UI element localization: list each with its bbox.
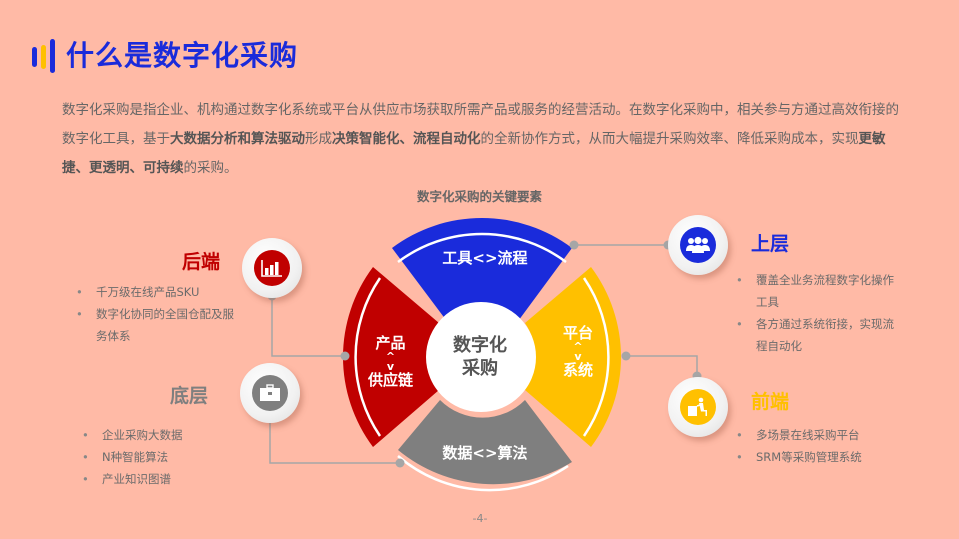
users-icon — [680, 227, 716, 263]
intro-bold: 决策智能化、流程自动化 — [332, 131, 481, 147]
intro-bold: 更敏捷、更透明、可持续 — [62, 131, 886, 176]
segment-top — [392, 218, 572, 328]
briefcase-icon — [252, 375, 288, 411]
upper-layer-title: 上层 — [751, 233, 790, 255]
diagram-title: 数字化采购的关键要素 — [416, 189, 542, 204]
segment-right — [525, 267, 621, 447]
segment-bottom-label: 数据<>算法 — [442, 444, 528, 462]
intro-bold: 大数据分析和算法驱动 — [170, 131, 305, 147]
intro-paragraph: 数字化采购是指企业、机构通过数字化系统或平台从供应市场获取所需产品或服务的经营活… — [62, 96, 902, 183]
list-item: 多场景在线采购平台 — [736, 424, 916, 446]
center-circle — [426, 302, 536, 412]
list-item: N种智能算法 — [82, 446, 242, 468]
list-item: 企业采购大数据 — [82, 424, 242, 446]
intro-text: 的全新协作方式，从而大幅提升采购效率、降低采购成本，实现 — [480, 131, 859, 147]
list-item: 千万级在线产品SKU — [76, 281, 236, 303]
segment-top-label: 工具<>流程 — [442, 249, 528, 267]
backend-title: 后端 — [182, 251, 221, 273]
desk-worker-icon — [680, 389, 716, 425]
segment-right-label: 平台 ^ v 系统 — [562, 324, 593, 379]
page-number: -4- — [472, 512, 488, 525]
upper-layer-node — [668, 215, 728, 275]
list-item: 产业知识图谱 — [82, 468, 242, 490]
intro-text: 的采购。 — [183, 160, 238, 176]
list-item: 各方通过系统衔接，实现流程自动化 — [736, 313, 896, 357]
list-item: 覆盖全业务流程数字化操作工具 — [736, 269, 896, 313]
page-title: 什么是数字化采购 — [66, 39, 299, 72]
bottom-layer-title: 底层 — [170, 385, 209, 407]
segment-bottom — [398, 400, 572, 485]
intro-text: 数字化采购是指企业、机构通过数字化系统或平台从供应市场获取所需产品或服务的经营活… — [62, 102, 899, 147]
backend-node — [242, 238, 302, 298]
bar-chart-icon — [254, 250, 290, 286]
list-item: 数字化协同的全国仓配及服务体系 — [76, 303, 236, 347]
title-bars-icon — [32, 37, 56, 73]
backend-list: 千万级在线产品SKU 数字化协同的全国仓配及服务体系 — [76, 281, 236, 347]
bottom-layer-list: 企业采购大数据 N种智能算法 产业知识图谱 — [82, 424, 242, 490]
upper-layer-list: 覆盖全业务流程数字化操作工具 各方通过系统衔接，实现流程自动化 — [736, 269, 896, 357]
connector-lines — [269, 244, 698, 464]
frontend-title: 前端 — [751, 391, 790, 413]
bottom-layer-node — [240, 363, 300, 423]
segment-left — [343, 267, 439, 447]
segment-left-label: 产品 ^ v 供应链 — [367, 334, 413, 389]
frontend-list: 多场景在线采购平台 SRM等采购管理系统 — [736, 424, 916, 468]
intro-text: 形成 — [305, 131, 332, 147]
frontend-node — [668, 377, 728, 437]
list-item: SRM等采购管理系统 — [736, 446, 916, 468]
center-label: 数字化 采购 — [453, 335, 507, 379]
